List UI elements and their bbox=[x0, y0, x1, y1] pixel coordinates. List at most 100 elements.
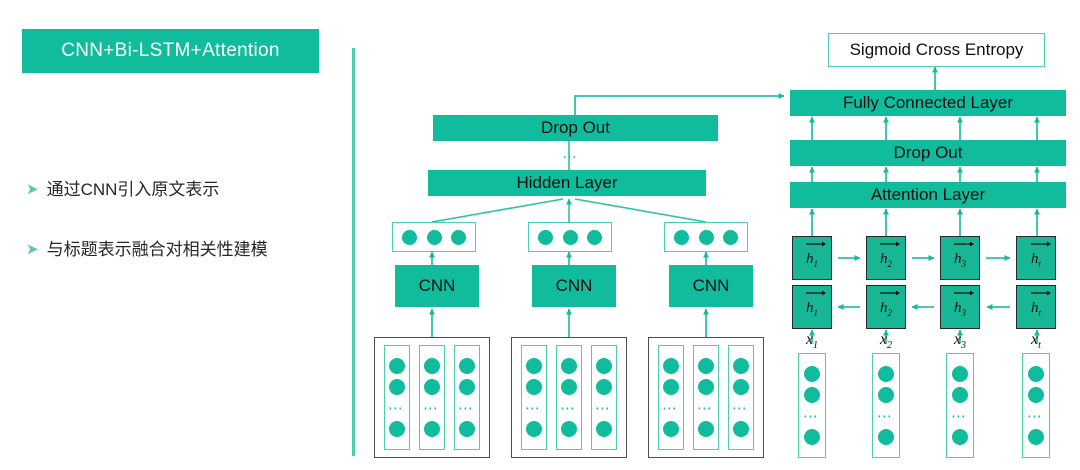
embedding-dot bbox=[698, 379, 714, 396]
hidden-state-symbol: ht bbox=[1030, 241, 1051, 269]
hidden-layer-label: Hidden Layer bbox=[516, 173, 618, 192]
embedding-dot bbox=[952, 429, 968, 446]
embedding-ellipsis: ⋯ bbox=[423, 399, 441, 417]
feature-dot bbox=[402, 229, 418, 245]
cnn-block-label: CNN bbox=[418, 276, 456, 295]
attention-layer-bar: Attention Layer bbox=[790, 182, 1066, 208]
embedding-vector: ⋯ bbox=[693, 345, 719, 450]
embedding-dot bbox=[1028, 365, 1044, 382]
embedding-dot bbox=[1028, 387, 1044, 404]
feature-dot bbox=[562, 229, 578, 245]
right-arrow-overbar-icon bbox=[954, 290, 974, 296]
right-arrow-overbar-icon bbox=[806, 241, 826, 247]
input-group-0: ⋯ ⋯ ⋯ bbox=[374, 337, 490, 458]
hidden-state-symbol: h2 bbox=[880, 290, 900, 318]
input-label-2: x3 bbox=[953, 331, 967, 352]
fully-connected-layer-label: Fully Connected Layer bbox=[842, 93, 1014, 112]
embedding-ellipsis: ⋯ bbox=[732, 399, 750, 417]
feature-dot bbox=[538, 229, 554, 245]
embedding-dot bbox=[663, 379, 679, 396]
embedding-dot bbox=[698, 357, 714, 374]
right-embedding-vector-0: ⋯ bbox=[798, 353, 826, 458]
embedding-dot bbox=[733, 421, 749, 438]
embedding-ellipsis: ⋯ bbox=[662, 399, 680, 417]
forward-lstm-cell-3: ht bbox=[1016, 236, 1056, 280]
attention-layer-label: Attention Layer bbox=[870, 185, 986, 204]
embedding-vector: ⋯ bbox=[658, 345, 684, 450]
forward-lstm-cell-2: h3 bbox=[940, 236, 980, 280]
right-arrow-overbar-icon bbox=[1030, 241, 1051, 247]
embedding-dot bbox=[698, 421, 714, 438]
left-dropout-ellipsis: … bbox=[562, 145, 580, 162]
embedding-dot bbox=[424, 357, 440, 374]
embedding-dot bbox=[389, 421, 405, 438]
input-label-0: x1 bbox=[805, 331, 819, 352]
embedding-ellipsis: ⋯ bbox=[388, 399, 406, 417]
feature-box-2 bbox=[664, 222, 748, 252]
cnn-block-label: CNN bbox=[692, 276, 730, 295]
hidden-state-symbol: h3 bbox=[954, 241, 974, 269]
left-branch-arrows bbox=[429, 251, 709, 337]
embedding-dot bbox=[389, 357, 405, 374]
embedding-dot bbox=[878, 365, 894, 382]
right-arrow-overbar-icon bbox=[880, 241, 900, 247]
embedding-vector: ⋯ bbox=[521, 345, 547, 450]
embedding-dot bbox=[596, 379, 612, 396]
embedding-dot bbox=[389, 379, 405, 396]
cnn-block-1: CNN bbox=[532, 265, 616, 307]
cnn-block-label: CNN bbox=[555, 276, 593, 295]
embedding-dot bbox=[1028, 429, 1044, 446]
hidden-state-symbol: h1 bbox=[806, 241, 826, 269]
bullet-item-1: ➤ 与标题表示融合对相关性建模 bbox=[26, 240, 268, 260]
fully-connected-layer-bar: Fully Connected Layer bbox=[790, 90, 1066, 116]
embedding-vector: ⋯ bbox=[419, 345, 445, 450]
embedding-dot bbox=[733, 357, 749, 374]
embedding-dot bbox=[459, 357, 475, 374]
forward-lstm-cell-0: h1 bbox=[792, 236, 832, 280]
cnn-block-0: CNN bbox=[395, 265, 479, 307]
left-dropout-label: Drop Out bbox=[541, 118, 610, 137]
embedding-dot bbox=[459, 379, 475, 396]
embedding-ellipsis: ⋯ bbox=[951, 407, 969, 425]
right-dropout-bar: Drop Out bbox=[790, 140, 1066, 166]
embedding-vector: ⋯ bbox=[728, 345, 754, 450]
hidden-state-symbol: h3 bbox=[954, 290, 974, 318]
backward-lstm-cell-3: ht bbox=[1016, 285, 1056, 329]
embedding-ellipsis: ⋯ bbox=[525, 399, 543, 417]
right-arrow-overbar-icon bbox=[954, 241, 974, 247]
backward-lstm-cell-0: h1 bbox=[792, 285, 832, 329]
embedding-dot bbox=[878, 429, 894, 446]
bullet-text-1: 与标题表示融合对相关性建模 bbox=[46, 240, 268, 259]
embedding-vector: ⋯ bbox=[556, 345, 582, 450]
slide-title-banner: CNN+Bi-LSTM+Attention bbox=[22, 29, 319, 73]
input-label-1: x2 bbox=[879, 331, 893, 352]
right-embedding-vector-1: ⋯ bbox=[872, 353, 900, 458]
feature-dot bbox=[674, 229, 690, 245]
embedding-dot bbox=[596, 357, 612, 374]
hidden-state-symbol: ht bbox=[1030, 290, 1051, 318]
right-embedding-vector-3: ⋯ bbox=[1022, 353, 1050, 458]
embedding-dot bbox=[424, 421, 440, 438]
embedding-dot bbox=[459, 421, 475, 438]
embedding-dot bbox=[804, 429, 820, 446]
embedding-dot bbox=[952, 365, 968, 382]
embedding-dot bbox=[733, 379, 749, 396]
hidden-state-symbol: h1 bbox=[806, 290, 826, 318]
embedding-dot bbox=[596, 421, 612, 438]
backward-lstm-cell-2: h3 bbox=[940, 285, 980, 329]
bullet-arrow-icon: ➤ bbox=[26, 241, 39, 258]
embedding-dot bbox=[804, 387, 820, 404]
feature-box-1 bbox=[528, 222, 612, 252]
embedding-vector: ⋯ bbox=[384, 345, 410, 450]
left-dropout-bar: Drop Out bbox=[433, 115, 718, 141]
input-label-3: xt bbox=[1031, 331, 1041, 352]
right-arrow-overbar-icon bbox=[1030, 290, 1051, 296]
embedding-dot bbox=[804, 365, 820, 382]
embedding-dot bbox=[561, 421, 577, 438]
loss-label: Sigmoid Cross Entropy bbox=[849, 40, 1024, 59]
embedding-vector: ⋯ bbox=[591, 345, 617, 450]
feature-dot bbox=[426, 229, 442, 245]
embedding-ellipsis: ⋯ bbox=[458, 399, 476, 417]
feature-dot bbox=[586, 229, 602, 245]
